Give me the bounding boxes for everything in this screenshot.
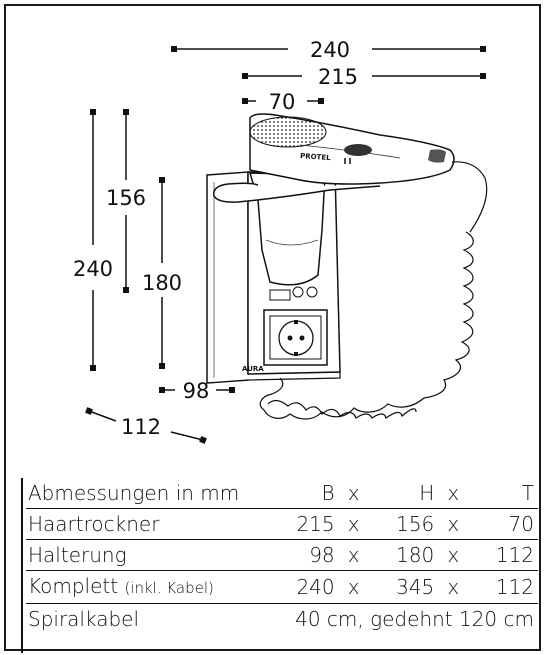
row-x2: x xyxy=(438,570,469,604)
dim-label-180: 180 xyxy=(142,271,182,295)
cable-value: 40 cm, gedehnt 120 cm xyxy=(295,607,534,631)
dim-label-215: 215 xyxy=(318,65,358,89)
row-label: Komplett xyxy=(28,574,119,598)
cable-label: Spiralkabel xyxy=(28,607,140,631)
dim-label-98: 98 xyxy=(183,379,210,403)
dim-left-240: 240 xyxy=(73,109,113,371)
row-label-komplett: Komplett (inkl. Kabel) xyxy=(26,570,269,604)
header-h: H xyxy=(368,478,439,509)
header-b: B xyxy=(268,478,339,509)
row-h: 156 xyxy=(368,508,439,540)
dim-top-240: 240 xyxy=(171,38,486,62)
row-b: 98 xyxy=(268,539,339,571)
row-label-note: (inkl. Kabel) xyxy=(124,579,214,597)
table-left-rule xyxy=(21,478,23,653)
row-h: 180 xyxy=(368,539,439,571)
table-row: Halterung 98 x 180 x 112 xyxy=(26,539,538,571)
hair-dryer: PROTEL xyxy=(213,113,455,286)
dim-label-70: 70 xyxy=(269,90,296,114)
product-drawing: 240 215 70 240 156 180 xyxy=(73,38,488,444)
row-label: Haartrockner xyxy=(26,508,269,540)
power-socket xyxy=(263,309,328,366)
spiral-cable xyxy=(259,161,488,420)
row-t: 112 xyxy=(468,570,538,604)
row-t: 112 xyxy=(468,539,538,571)
table-row: Haartrockner 215 x 156 x 70 xyxy=(26,508,538,540)
row-x2: x xyxy=(438,539,469,571)
row-x2: x xyxy=(438,508,469,540)
dim-label-156: 156 xyxy=(106,186,146,210)
header-x2: x xyxy=(438,478,469,509)
dim-depth-112: 112 xyxy=(85,407,207,444)
dim-top-215: 215 xyxy=(242,65,486,89)
holder-brand-label: AURA xyxy=(242,365,264,373)
dim-label-112: 112 xyxy=(121,415,161,439)
row-x1: x xyxy=(338,570,369,604)
header-t: T xyxy=(468,478,538,509)
table-row: Komplett (inkl. Kabel) 240 x 345 x 112 xyxy=(26,570,538,604)
dim-left-156: 156 xyxy=(106,109,146,293)
row-x1: x xyxy=(338,508,369,540)
dim-label-240-left: 240 xyxy=(73,257,113,281)
header-label: Abmessungen in mm xyxy=(26,478,269,509)
row-label: Halterung xyxy=(26,539,269,571)
row-b: 215 xyxy=(268,508,339,540)
dimensions-table: Abmessungen in mm B x H x T Haartrockner… xyxy=(26,478,538,634)
table-row-cable: Spiralkabel 40 cm, gedehnt 120 cm xyxy=(26,604,538,635)
dim-holder-98: 98 xyxy=(159,379,235,403)
row-x1: x xyxy=(338,539,369,571)
dim-holder-180: 180 xyxy=(142,177,182,369)
dim-nozzle-70: 70 xyxy=(242,90,324,114)
table-header-row: Abmessungen in mm B x H x T xyxy=(26,478,538,509)
dryer-brand-label: PROTEL xyxy=(300,152,332,162)
row-h: 345 xyxy=(368,570,439,604)
header-x1: x xyxy=(338,478,369,509)
dim-label-240-top: 240 xyxy=(310,38,350,62)
row-b: 240 xyxy=(268,570,339,604)
row-t: 70 xyxy=(468,508,538,540)
